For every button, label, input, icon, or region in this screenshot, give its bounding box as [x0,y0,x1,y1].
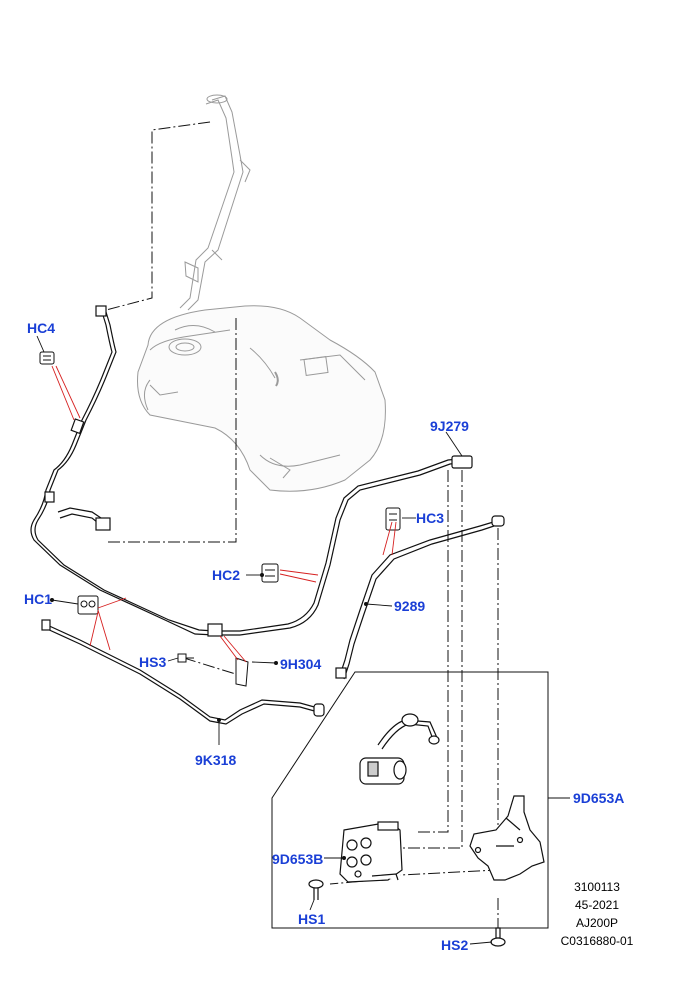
callout-9289: 9289 [394,598,426,614]
callout-9j279: 9J279 [430,418,469,434]
callout-hs2: HS2 [441,937,469,953]
bracket-9h304 [235,657,249,687]
canister-9d653b [339,821,403,883]
filler-neck-ghost [179,94,251,311]
screw-hs1 [308,879,324,900]
reference-line-4: C0316880-01 [560,934,634,948]
reference-line-2: 45-2021 [574,898,620,912]
vapour-line-9289 [335,515,505,680]
callout-hc1: HC1 [24,591,53,607]
callout-9k318: 9K318 [195,752,237,768]
fuel-line-9j279 [30,305,473,637]
fuel-tank-ghost [137,305,386,492]
canister-group-box [271,671,549,929]
callout-hc4: HC4 [27,320,56,336]
clip-hc2 [261,563,279,583]
fuel-line-9k318 [41,619,325,725]
callout-leader-lines-red [51,365,397,663]
callout-9h304: 9H304 [280,656,322,672]
clip-hc3 [385,507,401,531]
callout-hc3: HC3 [416,510,445,526]
reference-line-1: 3100113 [574,880,620,894]
callout-hs3: HS3 [139,654,167,670]
screw-hs2 [490,927,506,947]
callout-hc2: HC2 [212,567,241,583]
callout-9d653b: 9D653B [272,851,324,867]
clip-hc4 [39,351,55,365]
reference-line-3: AJ200P [575,916,619,930]
clip-hc1 [77,595,99,615]
callout-hs1: HS1 [298,911,326,927]
alignment-dash-lines [105,121,499,930]
callout-9d653a: 9D653A [573,790,625,806]
callout-leader-lines-black [36,335,570,945]
purge-valve [359,713,440,785]
bracket-9d653a [469,795,545,881]
callout-leader-dots [50,573,368,860]
